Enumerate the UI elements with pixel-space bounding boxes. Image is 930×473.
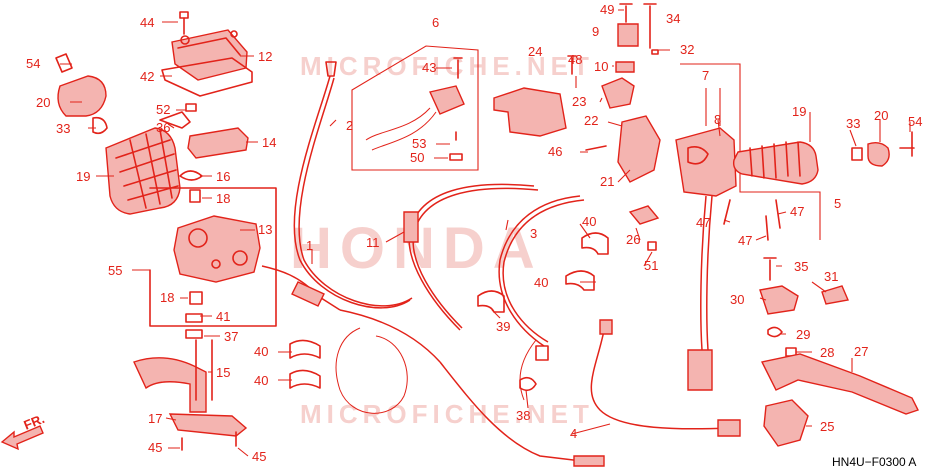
switch-box-group: [351, 45, 577, 171]
callout-52: 52: [156, 102, 170, 117]
callout-20: 20: [36, 95, 50, 110]
callout-17: 17: [148, 411, 162, 426]
callout-1: 1: [306, 238, 313, 253]
front-arrow: FR.: [0, 411, 47, 451]
callout-19b: 19: [792, 104, 806, 119]
callout-26: 26: [626, 232, 640, 247]
callout-50: 50: [410, 150, 424, 165]
callout-54b: 54: [908, 114, 922, 129]
callout-11: 11: [366, 235, 380, 250]
callout-22: 22: [584, 113, 598, 128]
cable-3: [498, 195, 585, 347]
grip-left: [55, 53, 181, 215]
callout-25: 25: [820, 419, 834, 434]
callout-18b: 18: [160, 290, 174, 305]
callout-21: 21: [600, 174, 614, 189]
callout-23: 23: [572, 94, 586, 109]
figure-code: HN4U−F0300 A: [832, 455, 916, 469]
lever-group: [759, 257, 919, 447]
callout-54: 54: [26, 56, 40, 71]
callout-48: 48: [568, 52, 582, 67]
grip-right: [732, 131, 915, 185]
callout-37: 37: [224, 329, 238, 344]
callout-33b: 33: [846, 116, 860, 131]
callout-6: 6: [432, 15, 439, 30]
callout-45a: 45: [148, 440, 162, 455]
clamps-40: [289, 232, 609, 389]
callout-40b: 40: [254, 373, 268, 388]
callout-27: 27: [854, 344, 868, 359]
callout-42: 42: [140, 69, 154, 84]
callout-10: 10: [594, 59, 608, 74]
cable-2: [293, 61, 413, 309]
watermark-bottom: MICROFICHE.NET: [300, 399, 594, 429]
callout-45b: 45: [252, 449, 266, 464]
callout-53: 53: [412, 136, 426, 151]
callout-47c: 47: [738, 233, 752, 248]
callout-39: 39: [496, 319, 510, 334]
callout-40c: 40: [582, 214, 596, 229]
callout-2: 2: [346, 118, 353, 133]
callout-24: 24: [528, 44, 542, 59]
callout-labels: 44 12 54 42 20 52 33 36 14 19 16 18 13 5…: [26, 2, 922, 464]
switch-harness-group: [519, 3, 741, 437]
callout-5: 5: [834, 196, 841, 211]
callout-31: 31: [824, 269, 838, 284]
throttle-housing-group: [133, 187, 277, 451]
watermark-top: MICROFICHE.NET: [300, 51, 594, 81]
callout-38: 38: [516, 408, 530, 423]
callout-7: 7: [702, 68, 709, 83]
callout-40a: 40: [254, 344, 268, 359]
callout-47a: 47: [696, 215, 710, 230]
callout-55: 55: [108, 263, 122, 278]
callout-15: 15: [216, 365, 230, 380]
callout-18: 18: [216, 191, 230, 206]
callout-32: 32: [680, 42, 694, 57]
callout-41: 41: [216, 309, 230, 324]
callout-12: 12: [258, 49, 272, 64]
callout-30: 30: [730, 292, 744, 307]
callout-20b: 20: [874, 108, 888, 123]
front-label: FR.: [22, 411, 47, 433]
callout-49: 49: [600, 2, 614, 17]
throttle-cover-group: [159, 11, 253, 181]
callout-29: 29: [796, 327, 810, 342]
callout-4: 4: [570, 426, 577, 441]
callout-13: 13: [258, 222, 272, 237]
leader-lines: [60, 9, 911, 457]
callout-3: 3: [530, 226, 537, 241]
callout-19: 19: [76, 169, 90, 184]
cable-long-bottom: [439, 361, 605, 467]
callout-9: 9: [592, 24, 599, 39]
callout-43: 43: [422, 60, 436, 75]
callout-47b: 47: [790, 204, 804, 219]
callout-14: 14: [262, 135, 276, 150]
callout-34: 34: [666, 11, 680, 26]
callout-33: 33: [56, 121, 70, 136]
callout-8: 8: [714, 112, 721, 127]
callout-36: 36: [156, 120, 170, 135]
callout-51: 51: [644, 258, 658, 273]
callout-44: 44: [140, 15, 154, 30]
callout-40d: 40: [534, 275, 548, 290]
callout-46: 46: [548, 144, 562, 159]
callout-28: 28: [820, 345, 834, 360]
callout-16: 16: [216, 169, 230, 184]
cable-1: [261, 265, 441, 414]
callout-35: 35: [794, 259, 808, 274]
